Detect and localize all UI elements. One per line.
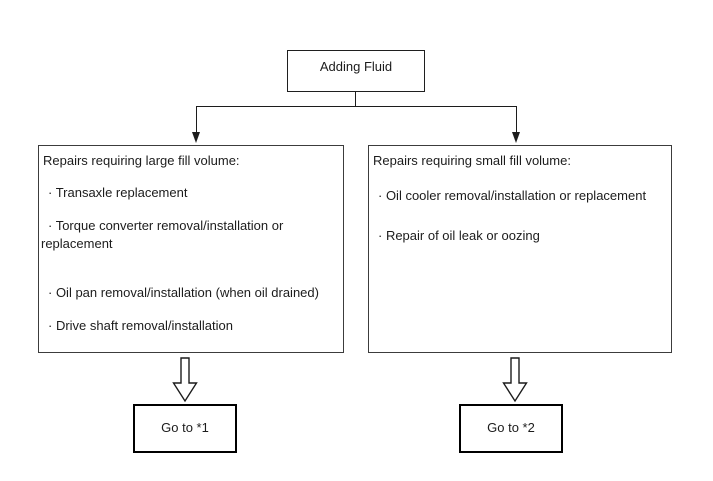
arrowhead-left-icon xyxy=(192,132,200,143)
large-fill-title: Repairs requiring large fill volume: xyxy=(43,153,240,168)
small-fill-item: · Oil cooler removal/installation or rep… xyxy=(378,188,647,203)
arrowhead-right-icon xyxy=(512,132,520,143)
small-fill-item: · Repair of oil leak or oozing xyxy=(378,228,540,243)
connector-left-drop xyxy=(196,106,197,133)
connector-right-drop xyxy=(516,106,517,133)
node-goto-1: Go to *1 xyxy=(133,404,237,453)
block-arrow-down-left-icon xyxy=(172,357,198,403)
connector-branch-horizontal xyxy=(196,106,517,107)
goto-1-label: Go to *1 xyxy=(161,420,209,435)
block-arrow-down-right-icon xyxy=(502,357,528,403)
large-fill-item: · Drive shaft removal/installation xyxy=(48,318,233,333)
node-goto-2: Go to *2 xyxy=(459,404,563,453)
node-adding-fluid: Adding Fluid xyxy=(287,50,425,92)
connector-root-stem xyxy=(355,92,356,107)
large-fill-item: · Transaxle replacement xyxy=(48,185,188,200)
large-fill-item: · Torque converter removal/installation … xyxy=(41,218,284,251)
large-fill-item: · Oil pan removal/installation (when oil… xyxy=(48,285,319,300)
node-adding-fluid-label: Adding Fluid xyxy=(319,59,393,74)
small-fill-title: Repairs requiring small fill volume: xyxy=(373,153,571,168)
goto-2-label: Go to *2 xyxy=(487,420,535,435)
node-small-fill-volume: Repairs requiring small fill volume: · O… xyxy=(368,145,672,353)
node-large-fill-volume: Repairs requiring large fill volume: · T… xyxy=(38,145,344,353)
